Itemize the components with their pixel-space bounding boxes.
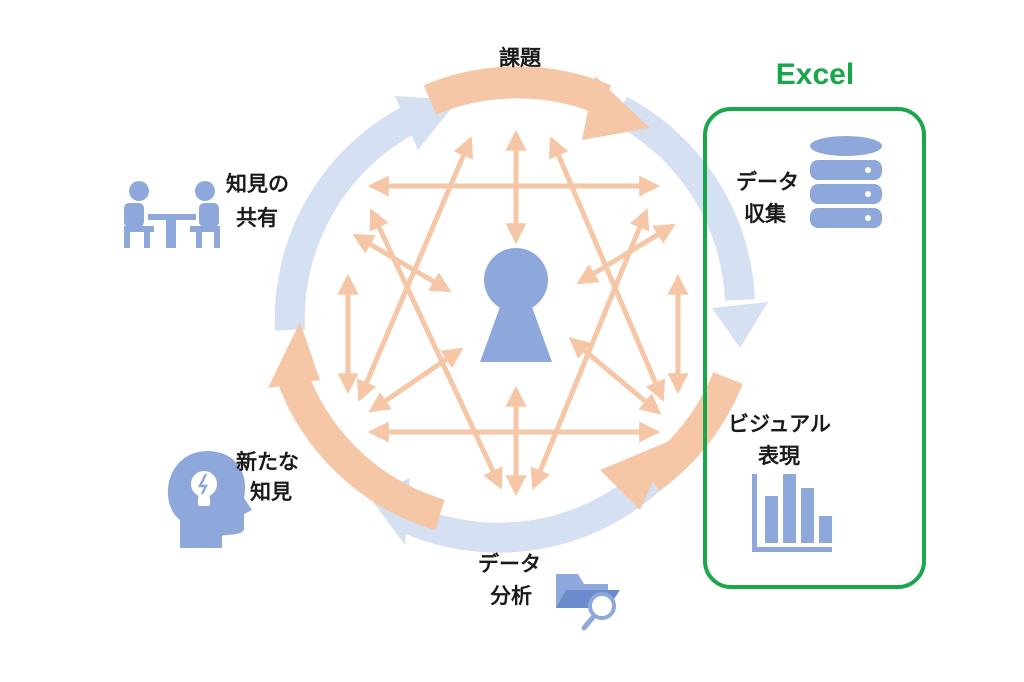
- label-shushu-line1: データ: [736, 170, 799, 194]
- label-chiken-kyoyu-line2: 共有: [236, 206, 278, 230]
- net-arrow: [352, 233, 452, 293]
- label-hyogen-line2: 表現: [758, 444, 800, 468]
- keyhole-icon: [480, 248, 552, 362]
- label-shushu-line2: 収集: [744, 202, 786, 226]
- net-arrow: [568, 337, 662, 415]
- net-arrow: [369, 208, 503, 490]
- label-hyogen-line1: ビジュアル: [728, 412, 831, 436]
- label-chiken-kyoyu-line1: 知見の: [226, 172, 289, 196]
- database-icon: [810, 136, 882, 228]
- folder-search-icon: [556, 574, 620, 631]
- label-bunseki-line2: 分析: [490, 584, 532, 608]
- label-arata-line1: 新たな: [236, 450, 299, 474]
- bar-chart-icon: [752, 474, 832, 552]
- net-arrow: [576, 223, 676, 285]
- label-kadai: 課題: [499, 46, 541, 70]
- network-arrows: [337, 129, 689, 497]
- net-arrow: [368, 347, 464, 413]
- head-lightbulb-icon: [167, 451, 252, 548]
- excel-title: Excel: [775, 58, 855, 91]
- label-bunseki-line1: データ: [478, 552, 541, 576]
- net-arrow: [548, 136, 666, 402]
- label-arata-line2: 知見: [250, 480, 292, 504]
- meeting-people-icon: [124, 181, 220, 248]
- excel-frame: [703, 107, 926, 589]
